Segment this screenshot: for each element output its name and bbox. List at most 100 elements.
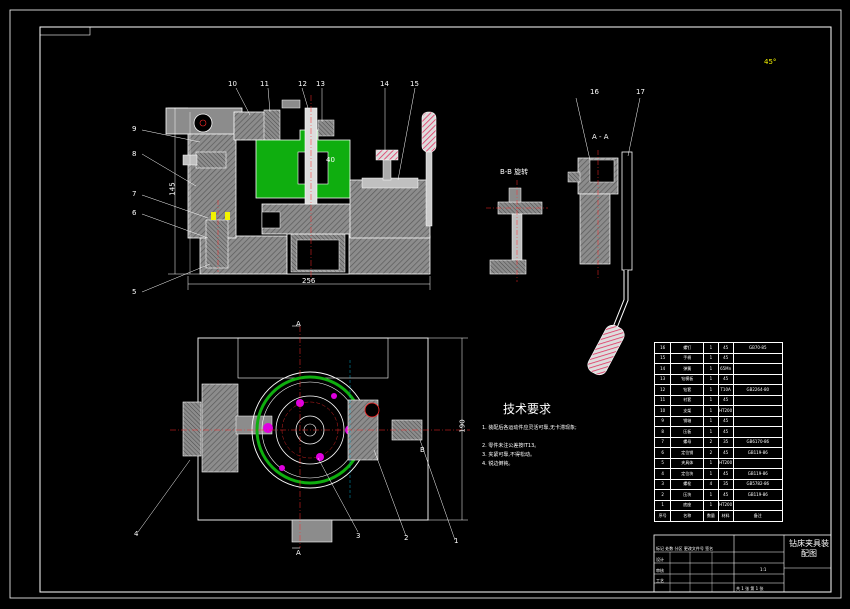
front-view — [141, 87, 437, 293]
bom-cell-std — [732, 405, 784, 417]
bom-cell-no: 12 — [653, 384, 672, 396]
bom-cell-no: 10 — [653, 405, 672, 417]
bom-cell-std — [732, 457, 784, 469]
callout-11: 11 — [260, 80, 269, 88]
bom-cell-qty: 1 — [703, 415, 719, 427]
bom-cell-name: 螺母 — [670, 436, 705, 448]
bom-cell-mat: 45 — [717, 415, 734, 427]
bom-cell-name: 衬套 — [670, 394, 705, 406]
bom-cell-std — [732, 373, 784, 385]
bom-cell-name: 支架 — [670, 405, 705, 417]
bom-cell-qty: 1 — [703, 405, 719, 417]
callout-9: 9 — [132, 125, 137, 133]
bom-cell-mat: 45 — [717, 426, 734, 438]
bom-cell-mat: 45 — [717, 468, 734, 480]
section-a-bottom-mark: A — [296, 549, 301, 557]
bom-cell-std — [732, 394, 784, 406]
bom-cell-qty: 1 — [703, 489, 719, 501]
callout-1: 1 — [454, 537, 459, 545]
bom-cell-name: 压板 — [670, 426, 705, 438]
bom-cell-no: 3 — [653, 478, 672, 490]
bom-cell-name: 底座 — [670, 499, 705, 511]
bom-cell-mat: 35 — [717, 436, 734, 448]
bom-cell-mat: HT200 — [717, 405, 734, 417]
callout-3: 3 — [356, 532, 361, 540]
bom-cell-name: 螺钉 — [670, 342, 705, 354]
title-sheet: 共 1 张 第 1 张 — [736, 586, 764, 591]
section-bb — [486, 180, 548, 282]
bom-cell-std — [732, 415, 784, 427]
tech-line-1: 1. 装配后各运动件应灵活可靠,无卡滞现象; — [482, 425, 577, 431]
dim-height: 145 — [168, 182, 177, 196]
bom-cell-mat: 45 — [717, 373, 734, 385]
title-row-1: 标记 处数 分区 更改文件号 签名 — [656, 546, 714, 551]
bom-cell-std — [732, 352, 784, 364]
bom-cell-std — [732, 363, 784, 375]
bom-cell-std: GB119-86 — [732, 447, 784, 459]
callout-15: 15 — [410, 80, 419, 88]
bom-cell-mat: 45 — [717, 447, 734, 459]
bom-cell-qty: 1 — [703, 394, 719, 406]
section-aa-label: A - A — [592, 133, 609, 141]
callout-12: 12 — [298, 80, 307, 88]
bom-cell-std: GB70-85 — [732, 342, 784, 354]
bom-cell-qty: 4 — [703, 478, 719, 490]
bom-cell-mat: 35 — [717, 478, 734, 490]
callout-7: 7 — [132, 190, 137, 198]
bom-cell-mat: 45 — [717, 352, 734, 364]
bom-cell-no: 2 — [653, 489, 672, 501]
code-box — [39, 26, 91, 36]
bom-cell-name: 钻套 — [670, 384, 705, 396]
dim-plan-height: 190 — [458, 419, 467, 433]
title-scale: 1:1 — [760, 567, 767, 572]
tech-line-2: 2. 零件未注公差按IT13。 — [482, 443, 540, 449]
bom-cell-name: 定位块 — [670, 468, 705, 480]
bom-cell-std: GB6170-86 — [732, 436, 784, 448]
corner-mark: 45° — [764, 58, 777, 66]
bom-cell-no: 11 — [653, 394, 672, 406]
callout-17: 17 — [636, 88, 645, 96]
bom-cell-name: 钻模板 — [670, 373, 705, 385]
bom-cell-no: 7 — [653, 436, 672, 448]
bom-cell-qty: 数量 — [703, 510, 719, 522]
callout-13: 13 — [316, 80, 325, 88]
bom-cell-name: 名称 — [670, 510, 705, 522]
bom-cell-no: 5 — [653, 457, 672, 469]
bom-cell-std: GB2264-80 — [732, 384, 784, 396]
bom-cell-no: 13 — [653, 373, 672, 385]
bom-cell-mat: HT200 — [717, 499, 734, 511]
bom-cell-no: 15 — [653, 352, 672, 364]
bom-cell-std: GB5782-86 — [732, 478, 784, 490]
drawing-title: 钻床夹具装配图 — [789, 539, 829, 558]
title-row-process: 工艺 — [656, 578, 664, 583]
bom-cell-name: 夹具体 — [670, 457, 705, 469]
bom-cell-mat: T10A — [717, 384, 734, 396]
bom-cell-qty: 1 — [703, 499, 719, 511]
bom-cell-mat: 45 — [717, 489, 734, 501]
bom-cell-no: 1 — [653, 499, 672, 511]
bom-cell-qty: 1 — [703, 468, 719, 480]
tech-line-4: 4. 锐边倒钝。 — [482, 461, 514, 467]
dim-width: 256 — [302, 277, 316, 285]
bom-cell-std — [732, 499, 784, 511]
bom-cell-qty: 1 — [703, 426, 719, 438]
title-row-review: 审核 — [656, 568, 664, 573]
callout-16: 16 — [590, 88, 599, 96]
section-b-mark: B — [420, 446, 425, 454]
inner-border — [39, 26, 832, 593]
callout-8: 8 — [132, 150, 137, 158]
bom-cell-std: GB119-86 — [732, 489, 784, 501]
